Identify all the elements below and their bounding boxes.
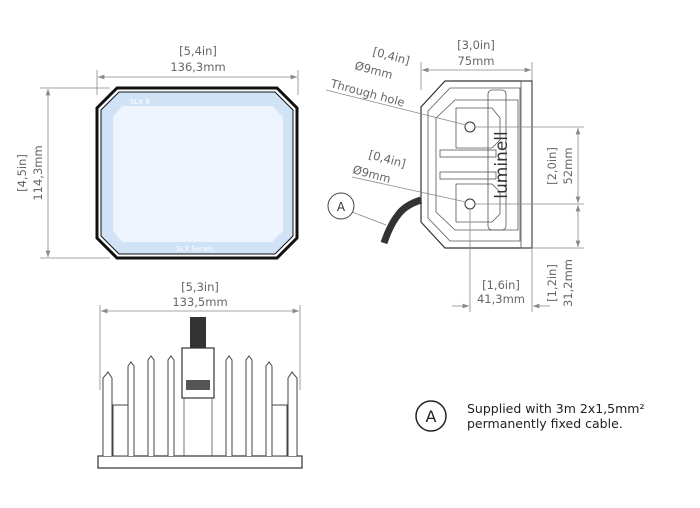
lens-label-top: SLX 8 xyxy=(130,98,150,106)
cable-gland xyxy=(181,347,215,399)
hole-offset-mm: 31,2mm xyxy=(561,259,575,307)
legend-line-1: Supplied with 3m 2x1,5mm² xyxy=(467,401,644,416)
through-hole-upper xyxy=(464,121,476,133)
bottom-width-in: [5,3in] xyxy=(181,280,219,294)
legend-marker-circle xyxy=(415,400,447,432)
hole1-note: Through hole xyxy=(328,76,406,109)
side-width-in: [3,0in] xyxy=(457,38,495,52)
hole-depth-mm: 41,3mm xyxy=(477,292,525,306)
gland-nut xyxy=(186,380,210,390)
front-height-in: [4,5in] xyxy=(15,154,29,192)
legend: A Supplied with 3m 2x1,5mm² permanently … xyxy=(415,400,644,432)
front-width-mm: 136,3mm xyxy=(170,60,225,74)
lens-label-bottom: SLX Series xyxy=(176,245,213,253)
through-hole-lower xyxy=(464,198,476,210)
callout-a-circle xyxy=(327,192,355,220)
bottom-view: [5,3in] 133,5mm xyxy=(97,280,303,469)
front-height-mm: 114,3mm xyxy=(31,145,45,200)
callout-a-label: A xyxy=(337,200,346,214)
bottom-width-mm: 133,5mm xyxy=(172,295,227,309)
hole-spacing-in: [2,0in] xyxy=(545,147,559,185)
cable-stub xyxy=(190,317,206,352)
heatsink-fins xyxy=(102,355,298,457)
hole-spacing-mm: 52mm xyxy=(561,147,575,184)
cable xyxy=(380,196,423,245)
front-view: [5,4in] 136,3mm [4,5in] 114,3mm SLX 8 SL… xyxy=(15,44,299,260)
legend-line-2: permanently fixed cable. xyxy=(467,416,623,431)
side-housing xyxy=(420,80,533,249)
side-width-mm: 75mm xyxy=(457,54,494,68)
side-view: [3,0in] 75mm luminell [0,4in] Ø9mm Throu… xyxy=(325,38,584,312)
brand-logo: luminell xyxy=(492,131,512,198)
hole-depth-in: [1,6in] xyxy=(482,278,520,292)
hole-offset-in: [1,2in] xyxy=(545,264,559,302)
heatsink-base xyxy=(97,455,303,469)
lens-inner xyxy=(113,106,283,242)
legend-marker: A xyxy=(426,407,437,426)
front-width-in: [5,4in] xyxy=(179,44,217,58)
